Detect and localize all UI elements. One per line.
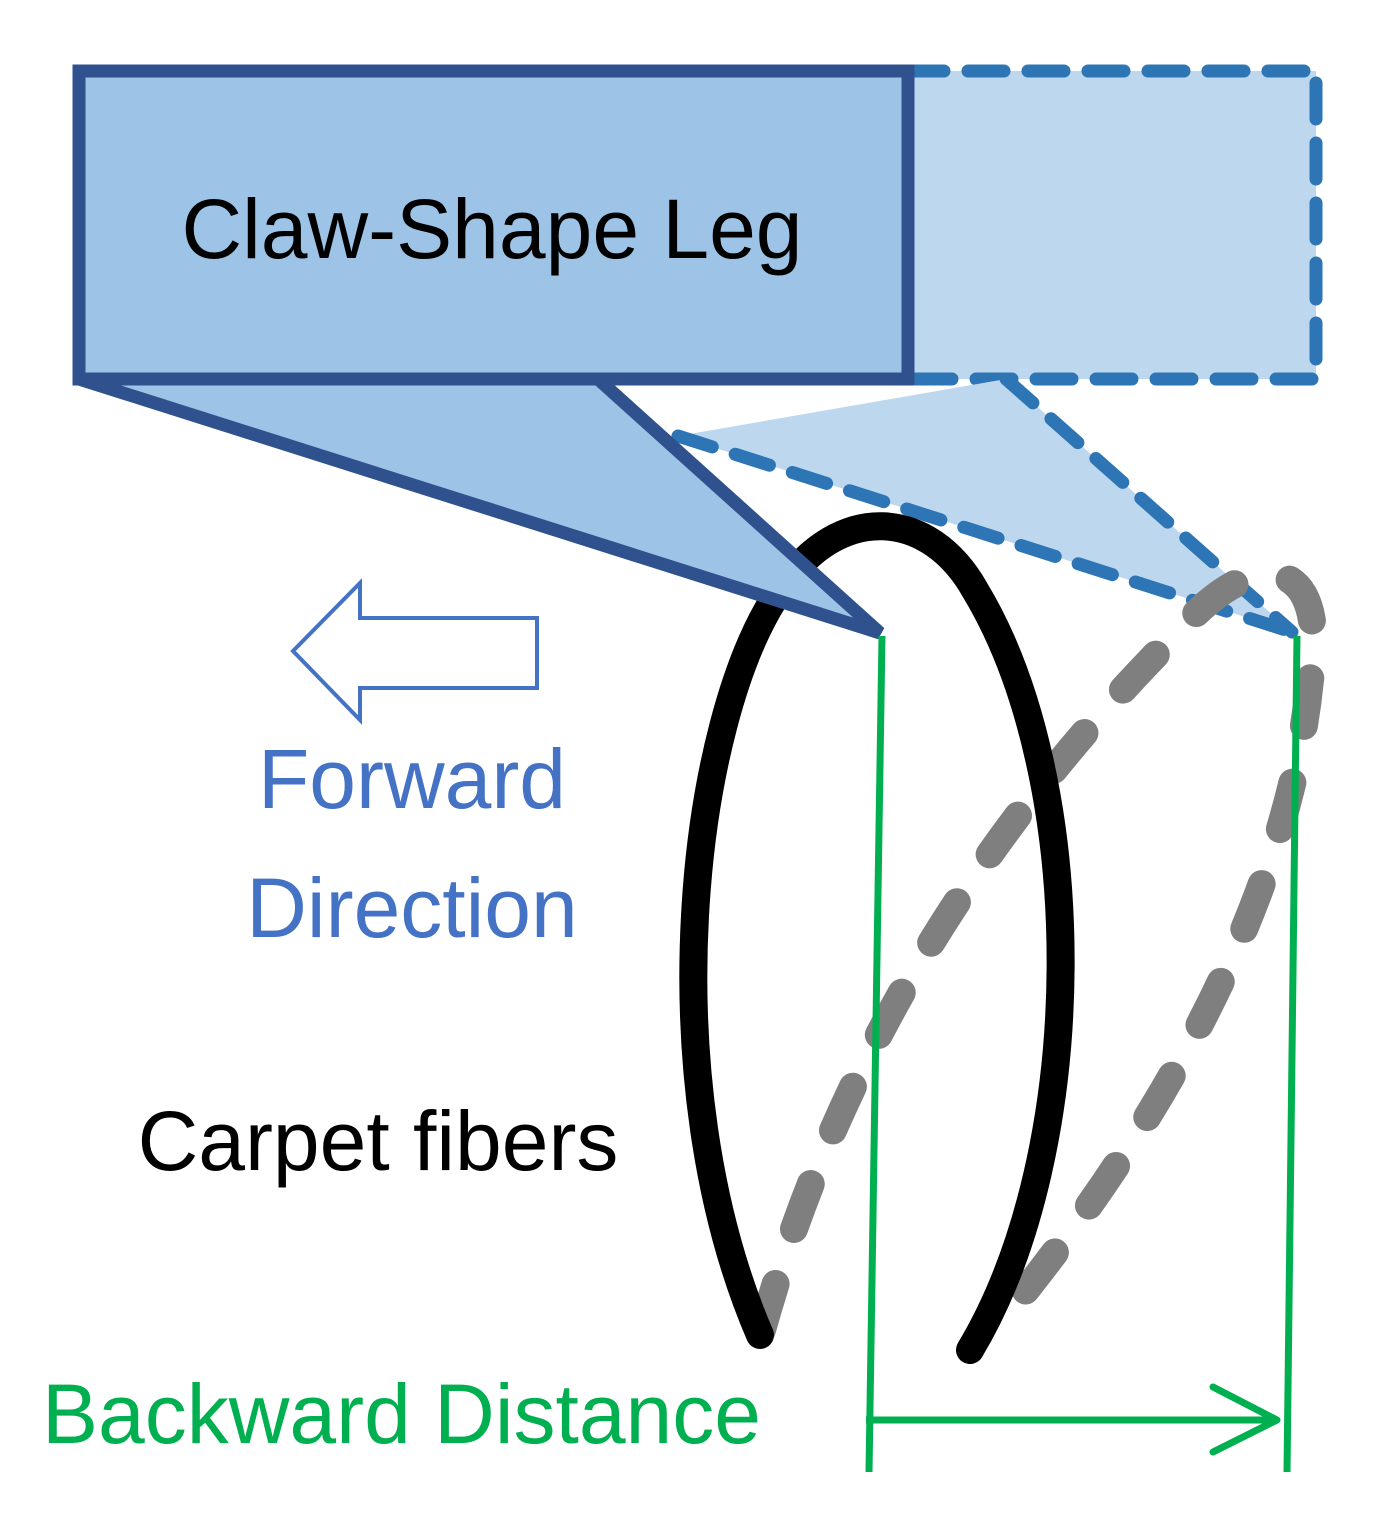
displaced-leg-tip — [678, 379, 1292, 632]
carpet-fibers-label: Carpet fibers — [138, 1094, 619, 1188]
claw-leg-label: Claw-Shape Leg — [181, 182, 802, 276]
left-arrow-outline-icon — [290, 578, 539, 725]
displaced-leg-body — [901, 64, 1323, 386]
right-arrow-icon — [1209, 1383, 1281, 1456]
bent-carpet-fiber — [748, 560, 1328, 1344]
backward-distance-label: Backward Distance — [42, 1367, 761, 1461]
claw-leg-body — [72, 64, 915, 386]
carpet-fiber — [679, 512, 1075, 1364]
measure-line-right — [1283, 635, 1301, 1473]
forward-direction-label-line1: Forward — [258, 732, 566, 826]
claw-leg-tip — [77, 372, 885, 640]
forward-direction-label-line2: Direction — [246, 861, 577, 955]
displaced-leg — [671, 64, 1323, 639]
backward-distance-measure — [865, 635, 1301, 1473]
measure-line-left — [865, 635, 886, 1473]
displaced-leg-tip-edge-top — [671, 429, 1299, 639]
claw-shape-leg — [72, 64, 915, 640]
